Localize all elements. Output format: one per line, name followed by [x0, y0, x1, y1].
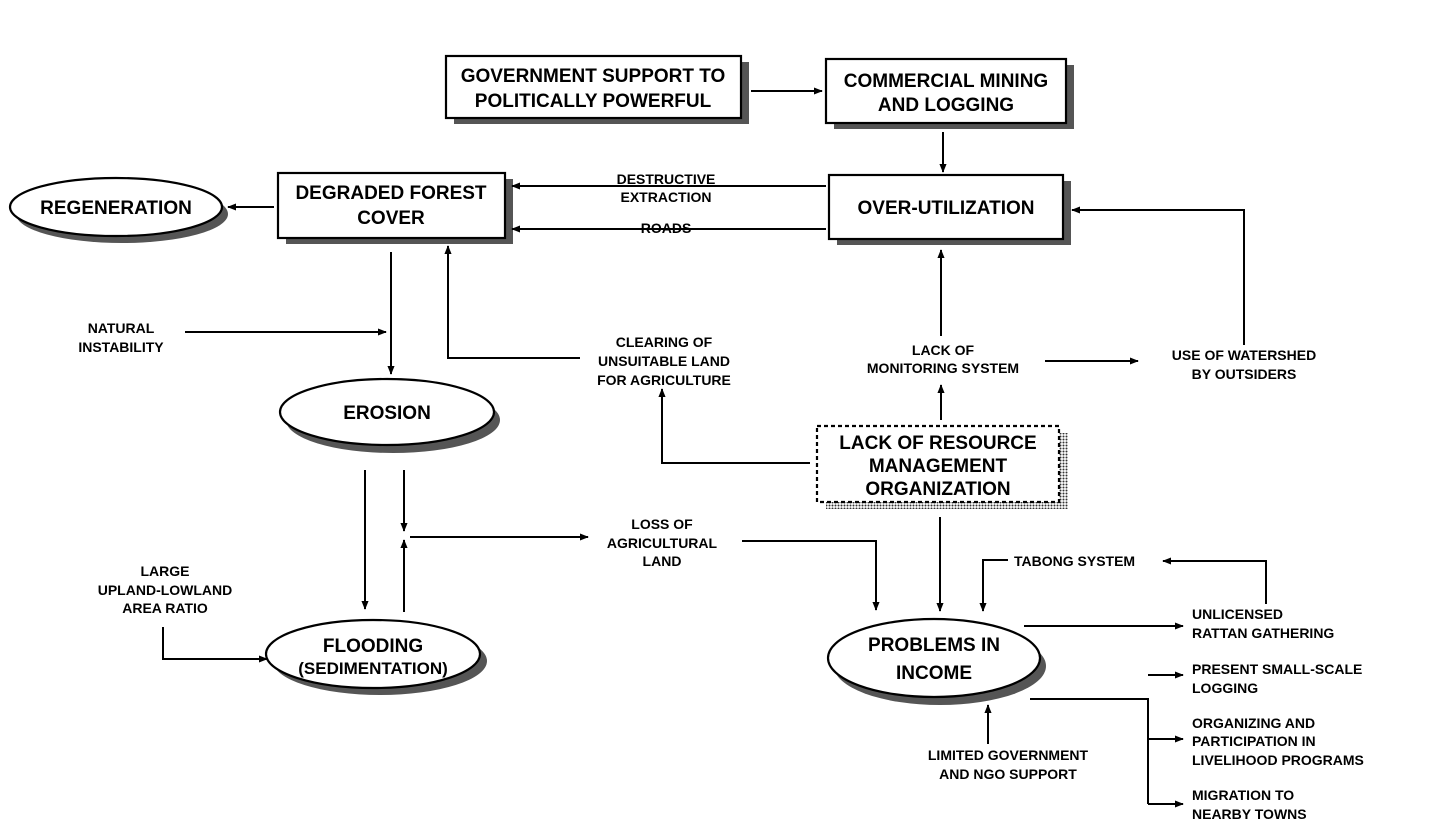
- label-loss-agricultural: LOSS OF AGRICULTURAL LAND: [607, 516, 718, 569]
- node-commercial-mining: COMMERCIAL MINING AND LOGGING: [824, 57, 1074, 129]
- label-line: BY OUTSIDERS: [1192, 366, 1297, 382]
- node-label-line: GOVERNMENT SUPPORT TO: [461, 66, 726, 87]
- arrow-loss-to-problems: [742, 540, 880, 611]
- label-line: LOGGING: [1192, 680, 1258, 696]
- label-line: LARGE: [141, 563, 190, 579]
- arrow-lackorg-to-clearing: [658, 388, 810, 464]
- label-line: AND NGO SUPPORT: [939, 766, 1077, 782]
- label-line: AGRICULTURAL: [607, 535, 718, 551]
- label-line: UPLAND-LOWLAND: [98, 582, 233, 598]
- label-line: INSTABILITY: [78, 339, 164, 355]
- label-large-ratio: LARGE UPLAND-LOWLAND AREA RATIO: [98, 563, 233, 616]
- node-regeneration: REGENERATION: [8, 176, 228, 243]
- label-line: CLEARING OF: [616, 334, 713, 350]
- node-label-line: PROBLEMS IN: [868, 635, 1000, 656]
- node-government-support: GOVERNMENT SUPPORT TO POLITICALLY POWERF…: [444, 54, 749, 124]
- node-label-line: ORGANIZATION: [865, 479, 1010, 500]
- label-migration: MIGRATION TO NEARBY TOWNS: [1192, 787, 1307, 822]
- label-line: UNSUITABLE LAND: [598, 353, 730, 369]
- arrow-large-ratio-to-flooding: [162, 627, 268, 663]
- label-use-watershed: USE OF WATERSHED BY OUTSIDERS: [1172, 347, 1316, 382]
- node-erosion: EROSION: [278, 377, 500, 453]
- label-line: PARTICIPATION IN: [1192, 733, 1316, 749]
- node-label-line: EROSION: [343, 403, 431, 424]
- label-organizing: ORGANIZING AND PARTICIPATION IN LIVELIHO…: [1192, 715, 1364, 768]
- label-line: USE OF WATERSHED: [1172, 347, 1316, 363]
- label-tabong: TABONG SYSTEM: [1014, 553, 1135, 569]
- label-lack-monitoring: LACK OF MONITORING SYSTEM: [867, 342, 1019, 376]
- label-line: AREA RATIO: [122, 600, 208, 616]
- label-line: UNLICENSED: [1192, 606, 1283, 622]
- node-degraded-forest: DEGRADED FOREST COVER: [276, 171, 513, 244]
- arrow-watershed-to-overutil: [1071, 206, 1245, 345]
- arrows: [162, 87, 1267, 808]
- node-lack-resource-org: LACK OF RESOURCE MANAGEMENT ORGANIZATION: [815, 424, 1068, 509]
- label-line: EXTRACTION: [621, 189, 712, 205]
- label-line: MIGRATION TO: [1192, 787, 1294, 803]
- label-line: PRESENT SMALL-SCALE: [1192, 661, 1362, 677]
- node-label-line: INCOME: [896, 663, 972, 684]
- label-line: LAND: [643, 553, 682, 569]
- node-label-line: POLITICALLY POWERFUL: [475, 91, 712, 112]
- arrow-problems-to-tabong: [1162, 557, 1267, 604]
- arrow-problems-to-outcomes: [1030, 698, 1149, 804]
- label-unlicensed-rattan: UNLICENSED RATTAN GATHERING: [1192, 606, 1334, 641]
- label-line: TABONG SYSTEM: [1014, 553, 1135, 569]
- node-label-line: FLOODING: [323, 636, 423, 657]
- arrow-clearing-to-degraded: [444, 245, 580, 359]
- label-line: LIMITED GOVERNMENT: [928, 747, 1089, 763]
- label-line: NEARBY TOWNS: [1192, 806, 1307, 822]
- label-line: MONITORING SYSTEM: [867, 360, 1019, 376]
- label-line: ORGANIZING AND: [1192, 715, 1315, 731]
- label-line: LACK OF: [912, 342, 975, 358]
- label-line: FOR AGRICULTURE: [597, 372, 731, 388]
- node-flooding: FLOODING (SEDIMENTATION): [264, 618, 487, 695]
- node-over-utilization: OVER-UTILIZATION: [827, 173, 1071, 245]
- node-label-line: OVER-UTILIZATION: [858, 198, 1035, 219]
- label-small-scale-logging: PRESENT SMALL-SCALE LOGGING: [1192, 661, 1362, 696]
- label-limited-support: LIMITED GOVERNMENT AND NGO SUPPORT: [928, 747, 1089, 782]
- node-label-line: DEGRADED FOREST: [295, 183, 486, 204]
- label-line: RATTAN GATHERING: [1192, 625, 1334, 641]
- node-label-line: LACK OF RESOURCE: [839, 433, 1036, 454]
- node-label-line: REGENERATION: [40, 198, 192, 219]
- node-label-line: AND LOGGING: [878, 95, 1014, 116]
- label-line: LOSS OF: [631, 516, 693, 532]
- label-destructive-extraction: DESTRUCTIVE EXTRACTION: [617, 171, 716, 205]
- arrow-tabong-to-problems: [979, 559, 1008, 612]
- label-natural-instability: NATURAL INSTABILITY: [78, 320, 164, 355]
- node-label-line: COVER: [357, 208, 425, 229]
- node-label-line: MANAGEMENT: [869, 456, 1008, 477]
- label-line: LIVELIHOOD PROGRAMS: [1192, 752, 1364, 768]
- node-label-line: (SEDIMENTATION): [298, 659, 448, 678]
- label-line: DESTRUCTIVE: [617, 171, 716, 187]
- node-problems-income: PROBLEMS IN INCOME: [826, 617, 1046, 705]
- label-clearing-land: CLEARING OF UNSUITABLE LAND FOR AGRICULT…: [597, 334, 731, 388]
- node-label-line: COMMERCIAL MINING: [844, 71, 1048, 92]
- label-line: NATURAL: [88, 320, 155, 336]
